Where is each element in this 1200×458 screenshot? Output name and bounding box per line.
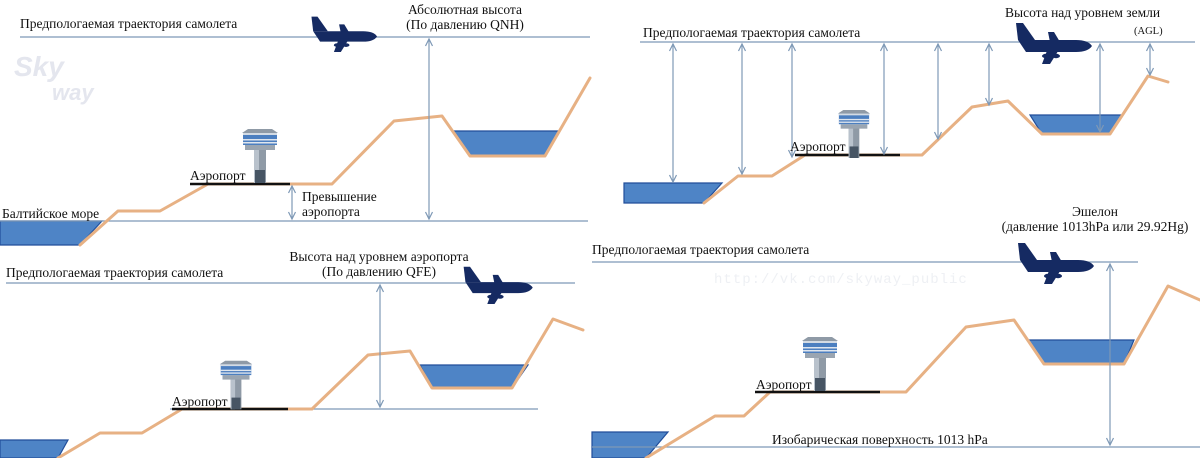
qnh-elevation-label-line1: Превышение (302, 189, 377, 204)
agl-height-arrow-3-head-bottom (787, 149, 797, 159)
qnh-altitude-arrow-head-bottom (424, 211, 434, 221)
qnh-tower-icon (242, 129, 278, 183)
qfe-sea-water (0, 439, 70, 458)
qnh-altitude-label-line1: Абсолютная высота (408, 2, 522, 17)
agl-height-arrow-2-head-bottom (737, 166, 747, 176)
agl-height-arrow-5-head-top (933, 42, 943, 52)
fl-level-label-line2: (давление 1013hPa или 29.92Hg) (1001, 219, 1189, 234)
agl-height-arrow-7-head-top (1095, 42, 1105, 52)
watermark-url: http://vk.com/skyway_public (714, 272, 968, 288)
qnh-elevation-label-line2: аэропорта (302, 204, 360, 219)
qfe-height-arrow-head-top (375, 283, 385, 293)
agl-height-arrow-6-head-bottom (984, 97, 994, 107)
agl-height-arrow-5-head-bottom (933, 131, 943, 141)
qfe-airport-label: Аэропорт (172, 394, 228, 409)
fl-plane-icon (1018, 243, 1094, 284)
agl-plane-icon (1016, 23, 1092, 64)
qnh-sea-label: Балтийское море (2, 206, 100, 221)
fl-level-label-line1: Эшелон (1071, 204, 1118, 219)
plane-icon (311, 16, 378, 52)
agl-height-arrow-3-head-top (787, 42, 797, 52)
agl-airport-label: Аэропорт (790, 139, 846, 154)
agl-height-arrow-6-head-top (984, 42, 994, 52)
agl-trajectory-label: Предпологаемая траектория самолета (643, 25, 861, 40)
agl-height-arrow-2-head-top (737, 42, 747, 52)
agl-height-arrow-1-head-top (668, 42, 678, 52)
fl-level-label: Эшелон (давление 1013hPa или 29.92Hg) (990, 204, 1200, 234)
qfe-lake-water (419, 364, 530, 389)
fl-isobaric-label: Изобарическая поверхность 1013 hPa (772, 432, 988, 447)
qnh-altitude-label: Абсолютная высота (По давлению QNH) (380, 2, 550, 32)
qnh-elevation-arrow-head-top (287, 184, 297, 194)
fl-level-arrow-head-top (1105, 262, 1115, 272)
agl-height-arrow-4-head-bottom (879, 146, 889, 156)
agl-terrain (702, 74, 1170, 205)
qnh-airport-label: Аэропорт (190, 168, 246, 183)
watermark-logo-line2: way (52, 80, 94, 105)
qfe-trajectory-label: Предпологаемая траектория самолета (6, 265, 224, 280)
agl-height-arrow-7-head-bottom (1095, 124, 1105, 134)
agl-height-arrow-8-head-top (1145, 42, 1155, 52)
qnh-trajectory-label: Предпологаемая траектория самолета (20, 16, 238, 31)
agl-height-abbr: (AGL) (1134, 26, 1163, 37)
fl-terrain (644, 284, 1200, 458)
fl-level-arrow-head-bottom (1105, 437, 1115, 447)
qnh-altitude-arrow-head-top (424, 37, 434, 47)
qfe-terrain (56, 317, 585, 458)
qnh-terrain (78, 76, 592, 247)
qfe-height-label-line1: Высота над уровнем аэропорта (289, 249, 469, 264)
skyway-watermark-logo: Sky way (14, 51, 94, 106)
fl-sea-water (591, 431, 670, 458)
qnh-sea-water (0, 220, 104, 246)
qfe-height-arrow-head-bottom (375, 399, 385, 409)
fl-trajectory-label: Предпологаемая траектория самолета (592, 242, 810, 257)
agl-height-arrow-8-head-bottom (1145, 67, 1155, 77)
agl-height-arrow-4-head-top (879, 42, 889, 52)
qfe-height-label: Высота над уровнем аэропорта (По давлени… (278, 249, 480, 279)
agl-lake-water (1028, 114, 1124, 135)
fl-lake-water (1026, 339, 1135, 365)
qfe-height-label-line2: (По давлению QFE) (321, 264, 437, 279)
qnh-altitude-label-line2: (По давлению QNH) (406, 17, 524, 32)
agl-height-label: Высота над уровнем земли (1005, 5, 1161, 20)
watermark-logo-line1: Sky (14, 51, 64, 82)
qnh-elevation-label: Превышение аэропорта (302, 189, 377, 219)
fl-airport-label: Аэропорт (756, 377, 812, 392)
qnh-elevation-arrow-head-bottom (287, 211, 297, 221)
agl-height-arrow-1-head-bottom (668, 174, 678, 184)
